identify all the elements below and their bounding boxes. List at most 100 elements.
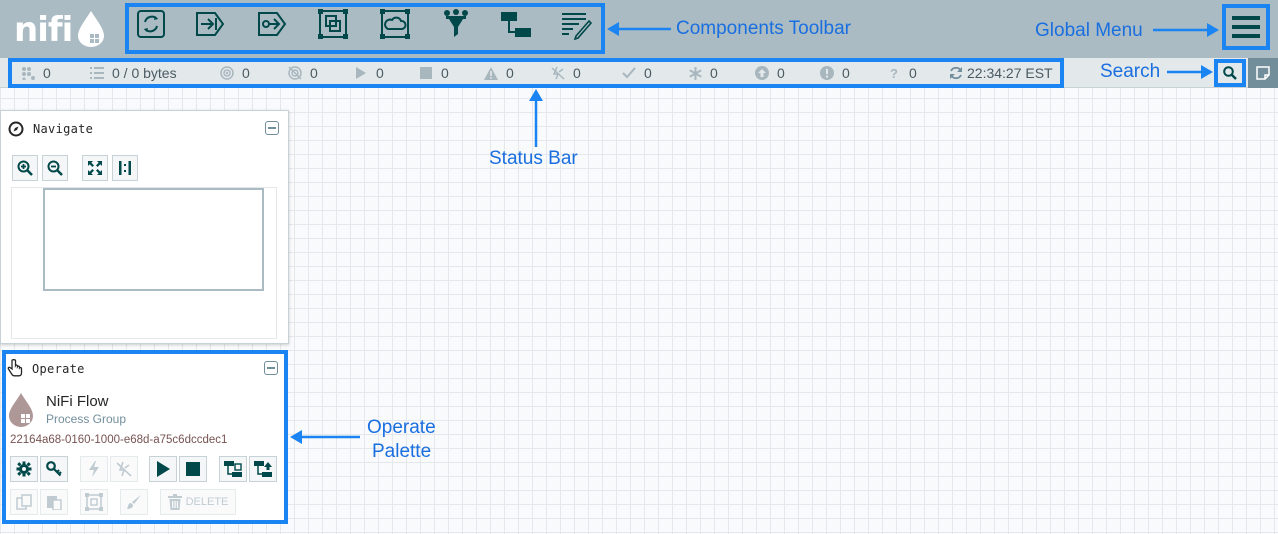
active-threads-count: 0 xyxy=(43,65,51,81)
gear-icon xyxy=(16,461,32,477)
operate-palette-arrow xyxy=(290,430,360,444)
components-toolbar xyxy=(125,3,605,54)
threads-icon xyxy=(21,66,35,80)
bulletin-board-button[interactable] xyxy=(1248,58,1278,88)
navigate-title: Navigate xyxy=(33,122,94,136)
operate-palette-highlight xyxy=(2,350,288,524)
navigate-panel: Navigate xyxy=(0,110,289,344)
configure-button[interactable] xyxy=(10,456,38,482)
paste-button[interactable] xyxy=(40,489,68,515)
last-refreshed-time: 22:34:27 EST xyxy=(967,65,1053,81)
checkmark-icon xyxy=(622,66,636,80)
output-port-icon xyxy=(258,12,287,36)
zoom-in-button[interactable] xyxy=(12,155,38,181)
process-group-icon xyxy=(318,9,348,39)
processor-tool[interactable] xyxy=(133,7,169,41)
template-icon xyxy=(501,12,531,37)
operate-palette-label-line2: Palette xyxy=(372,441,432,462)
funnel-tool[interactable] xyxy=(438,7,474,41)
sync-failure-stat: ?0 xyxy=(887,65,917,81)
locally-modified-stat: 0 xyxy=(688,65,718,81)
running-count: 0 xyxy=(376,65,384,81)
status-bar-label: Status Bar xyxy=(489,148,578,169)
up-to-date-stat: 0 xyxy=(622,65,652,81)
zoom-out-icon xyxy=(47,160,63,176)
last-refreshed-stat[interactable]: 22:34:27 EST xyxy=(949,65,1053,81)
global-menu-label: Global Menu xyxy=(1035,20,1143,41)
processor-icon xyxy=(137,10,165,38)
not-transmitting-count: 0 xyxy=(310,65,318,81)
create-template-icon xyxy=(224,461,242,477)
copy-icon xyxy=(16,494,32,510)
actual-size-button[interactable] xyxy=(112,155,138,181)
sticky-note-icon xyxy=(1256,66,1270,80)
label-tool[interactable] xyxy=(558,7,594,41)
group-button[interactable] xyxy=(80,489,108,515)
birdseye-view[interactable] xyxy=(11,187,277,339)
search-button[interactable] xyxy=(1214,59,1246,87)
birdseye-viewport[interactable] xyxy=(43,188,264,291)
status-bar-arrow xyxy=(529,89,543,147)
funnel-icon xyxy=(444,9,468,37)
running-play-icon xyxy=(354,66,368,80)
play-icon xyxy=(157,461,170,477)
hamburger-menu-icon xyxy=(1232,16,1260,38)
stopped-stat: 0 xyxy=(419,65,449,81)
operate-palette-label-line1: Operate xyxy=(367,417,436,438)
label-icon xyxy=(562,13,593,40)
stale-count: 0 xyxy=(777,65,785,81)
transmitting-icon xyxy=(220,66,234,80)
search-arrow xyxy=(1167,65,1213,79)
stale-stat: 0 xyxy=(755,65,785,81)
group-icon xyxy=(85,493,103,511)
running-stat: 0 xyxy=(354,65,384,81)
sync-failure-count: 0 xyxy=(909,65,917,81)
component-type: Process Group xyxy=(46,412,127,426)
stop-button[interactable] xyxy=(179,456,207,482)
zoom-out-button[interactable] xyxy=(42,155,68,181)
start-button[interactable] xyxy=(149,456,177,482)
transmitting-stat: 0 xyxy=(220,65,250,81)
stale-arrow-up-icon xyxy=(755,66,769,80)
color-button[interactable] xyxy=(120,489,148,515)
delete-button[interactable]: DELETE xyxy=(160,489,236,515)
search-icon xyxy=(1223,66,1237,80)
zoom-in-icon xyxy=(17,160,33,176)
disabled-stat: 0 xyxy=(551,65,581,81)
create-template-button[interactable] xyxy=(219,456,247,482)
remote-process-group-tool[interactable] xyxy=(377,7,413,41)
access-policies-button[interactable] xyxy=(40,456,68,482)
queued-stat: 0 / 0 bytes xyxy=(90,65,177,81)
upload-template-icon xyxy=(254,461,272,477)
actual-size-icon xyxy=(119,161,131,175)
not-transmitting-stat: 0 xyxy=(288,65,318,81)
key-icon xyxy=(46,461,62,477)
global-menu-button[interactable] xyxy=(1222,4,1270,50)
template-tool[interactable] xyxy=(498,7,534,41)
output-port-tool[interactable] xyxy=(254,7,290,41)
search-label: Search xyxy=(1100,61,1161,82)
navigate-minimize-button[interactable] xyxy=(265,121,279,135)
locally-modified-count: 0 xyxy=(710,65,718,81)
stopped-square-icon xyxy=(419,66,433,80)
refresh-icon[interactable] xyxy=(949,66,963,80)
input-port-tool[interactable] xyxy=(192,7,228,41)
queued-value: 0 / 0 bytes xyxy=(112,65,177,81)
disable-button[interactable] xyxy=(110,456,138,482)
queue-list-icon xyxy=(90,66,104,80)
stop-square-icon xyxy=(186,462,200,476)
operate-minimize-button[interactable] xyxy=(264,361,278,375)
nifi-logo-text: nifi xyxy=(14,10,73,50)
status-bar-highlight xyxy=(8,58,1064,88)
disabled-count: 0 xyxy=(573,65,581,81)
invalid-stat: 0 xyxy=(484,65,514,81)
components-toolbar-arrow xyxy=(607,22,671,36)
enable-button[interactable] xyxy=(80,456,108,482)
component-name: NiFi Flow xyxy=(46,393,109,410)
fit-button[interactable] xyxy=(82,155,108,181)
copy-button[interactable] xyxy=(10,489,38,515)
question-mark-icon: ? xyxy=(890,65,898,81)
process-group-tool[interactable] xyxy=(315,7,351,41)
invalid-count: 0 xyxy=(506,65,514,81)
upload-template-button[interactable] xyxy=(249,456,277,482)
